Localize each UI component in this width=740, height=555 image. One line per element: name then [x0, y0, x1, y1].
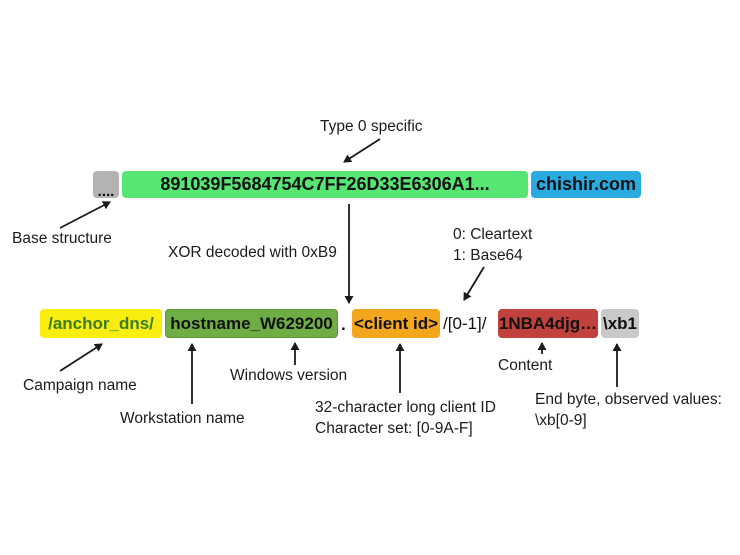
- arrow-base-structure: [59, 201, 111, 229]
- base-structure-box: ....: [93, 171, 119, 199]
- label-type0-specific: Type 0 specific: [320, 118, 423, 135]
- label-flag-base64: 1: Base64: [453, 247, 523, 264]
- separator-dot: .: [341, 315, 346, 334]
- hostname-box: hostname_W629200: [165, 309, 338, 338]
- end-byte-box: \xb1: [601, 309, 639, 338]
- arrow-flag-encoding: [463, 266, 485, 301]
- content-box: 1NBA4djg…: [498, 309, 598, 338]
- label-client-id-line2: Character set: [0-9A-F]: [315, 420, 473, 437]
- flag-text: /[0-1]/: [443, 314, 487, 333]
- arrow-campaign-name: [59, 343, 103, 372]
- label-xor-decoded: XOR decoded with 0xB9: [168, 244, 337, 261]
- label-windows-version: Windows version: [230, 367, 348, 384]
- domain-box: chishir.com: [531, 171, 641, 198]
- label-flag-cleartext: 0: Cleartext: [453, 226, 533, 243]
- label-campaign-name: Campaign name: [23, 377, 137, 394]
- label-end-byte-line2: \xb[0-9]: [535, 412, 587, 429]
- label-base-structure: Base structure: [12, 230, 112, 247]
- client-id-box: <client id>: [352, 309, 440, 338]
- arrow-type0-specific: [343, 138, 381, 163]
- label-client-id-line1: 32-character long client ID: [315, 399, 496, 416]
- encoded-payload-box: 891039F5684754C7FF26D33E6306A1...: [122, 171, 528, 198]
- label-content: Content: [498, 357, 553, 374]
- label-workstation-name: Workstation name: [120, 410, 245, 427]
- label-end-byte-line1: End byte, observed values:: [535, 391, 722, 408]
- campaign-name-box: /anchor_dns/: [40, 309, 162, 338]
